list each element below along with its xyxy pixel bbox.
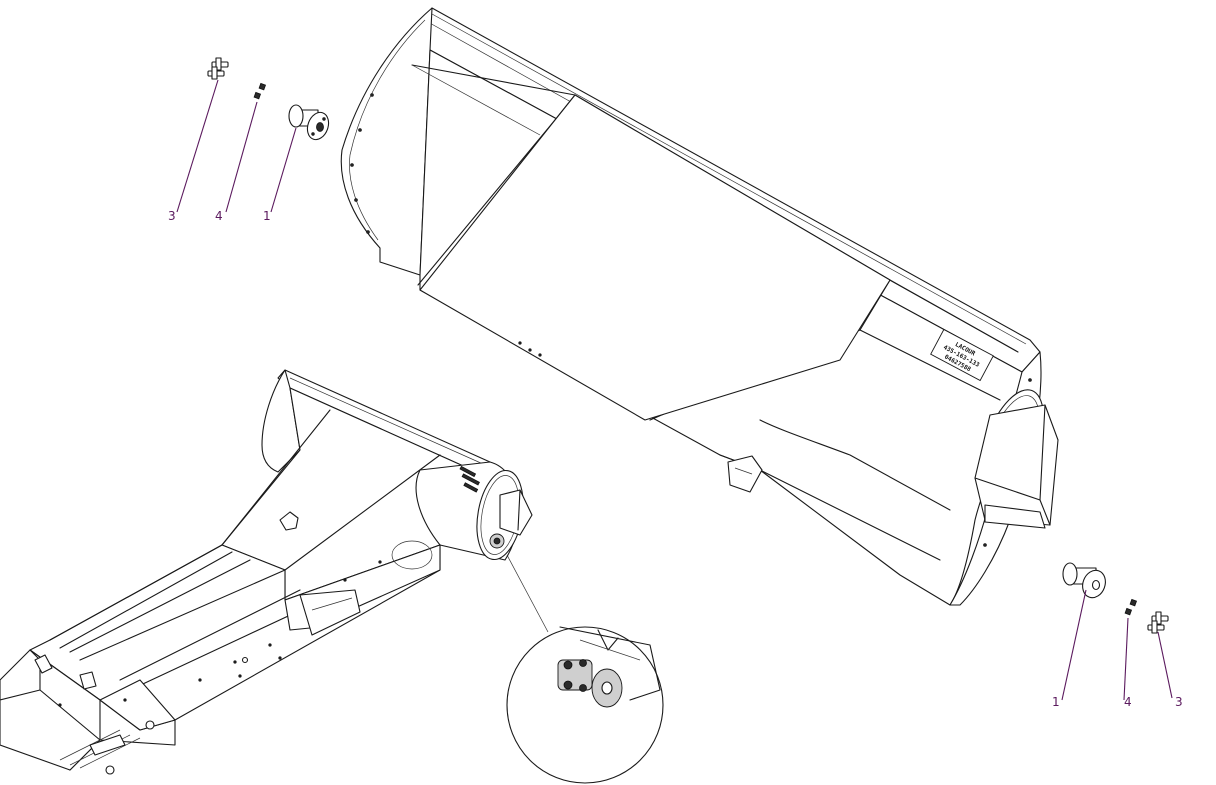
discharge-chute: [974, 389, 1059, 529]
bearing-top: [288, 104, 330, 141]
conveyor-frame: [0, 369, 533, 775]
hopper-body: LACOUR 435-163-133 04627588: [340, 7, 1059, 606]
callout-4-top: 4: [215, 209, 223, 223]
callout-1-top: 1: [263, 209, 271, 223]
nut-pair-top: [253, 82, 267, 100]
parts-top-left: 3 4 1: [168, 57, 330, 223]
drive-drum: [415, 461, 533, 561]
nut-pair-bottom: [1124, 598, 1138, 616]
callout-4-bottom: 4: [1124, 695, 1132, 709]
callout-3-bottom: 3: [1175, 695, 1183, 709]
detail-bearing: [557, 659, 623, 708]
bolt-pair-top: [207, 57, 229, 80]
bolt-pair-bottom: [1147, 611, 1169, 634]
detail-view: [506, 554, 664, 784]
bearing-bottom: [1062, 562, 1106, 599]
parts-bottom-right: 1 4 3: [1052, 562, 1183, 709]
callout-1-bottom: 1: [1052, 695, 1060, 709]
callout-3-top: 3: [168, 209, 176, 223]
